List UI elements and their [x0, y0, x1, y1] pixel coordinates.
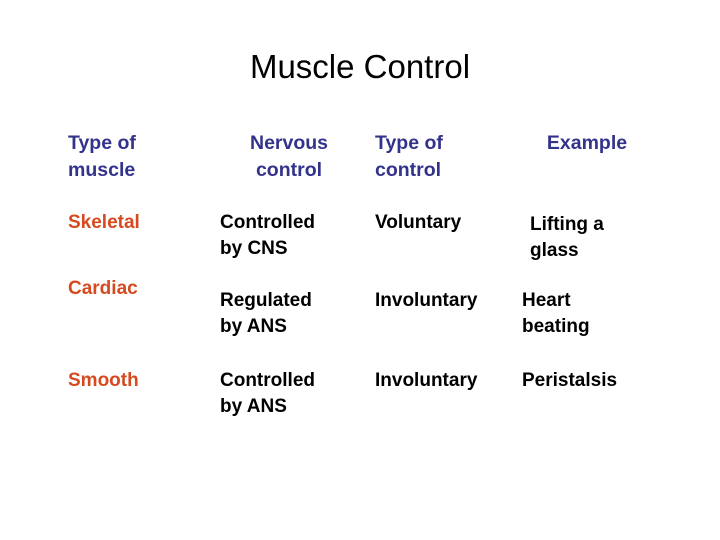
- cell-muscle-type: Smooth: [68, 370, 139, 391]
- cell-example: Heart beating: [522, 290, 590, 337]
- table-row: Smooth Controlled by ANS Involuntary Per…: [0, 368, 720, 438]
- column-header-type-of-control: Type of control: [375, 132, 443, 181]
- column-header-example: Example: [546, 132, 628, 154]
- cell-type-of-control: Involuntary: [375, 290, 478, 311]
- cell-muscle-type: Cardiac: [68, 278, 138, 299]
- page-title: Muscle Control: [249, 48, 471, 85]
- cell-nervous-control: Regulated by ANS: [220, 290, 312, 337]
- muscle-control-table: Type of muscle Nervous control Type of c…: [0, 130, 720, 438]
- table-row: Skeletal Controlled by CNS Voluntary Lif…: [0, 210, 720, 288]
- cell-nervous-control: Controlled by ANS: [220, 370, 315, 417]
- cell-muscle-type: Skeletal: [68, 212, 140, 233]
- cell-type-of-control: Voluntary: [375, 212, 462, 233]
- table-row: Cardiac Regulated by ANS Involuntary Hea…: [0, 278, 720, 368]
- column-header-type-of-muscle: Type of muscle: [68, 132, 136, 181]
- column-header-nervous-control: Nervous control: [249, 132, 329, 181]
- cell-nervous-control: Controlled by CNS: [220, 212, 315, 259]
- cell-type-of-control: Involuntary: [375, 370, 478, 391]
- cell-example: Peristalsis: [522, 370, 618, 391]
- table-header-row: Type of muscle Nervous control Type of c…: [0, 130, 720, 210]
- cell-example: Lifting a glass: [530, 214, 604, 261]
